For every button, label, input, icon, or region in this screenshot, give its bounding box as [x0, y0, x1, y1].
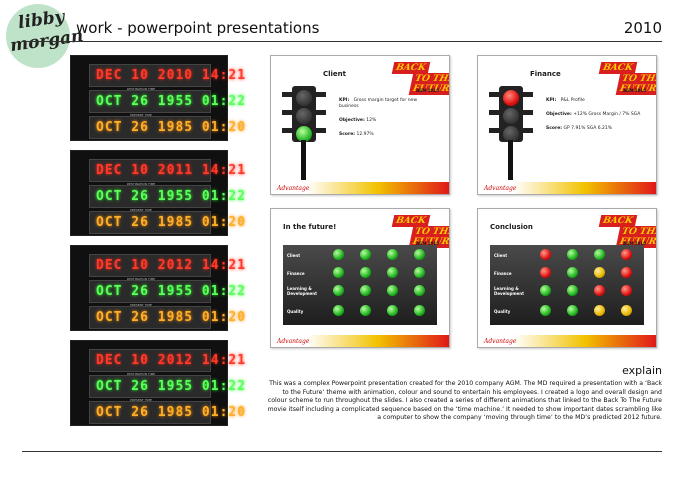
clock-panel-3: DEC 10 2012 14:21 DESTINATION TIME OCT 2… — [70, 245, 245, 331]
agm-label: AGM 2010 — [416, 88, 439, 93]
status-dot — [594, 267, 605, 278]
brand-logo: libby morgan — [6, 4, 85, 68]
advantage-logo: Advantage — [484, 185, 517, 192]
slide-client: Client BACK TO THE FUTURE AGM 2010 KPI: … — [270, 55, 450, 195]
objective-line: Objective: +12% Gross Margin / 7% SGA — [546, 112, 641, 117]
traffic-light-icon — [281, 82, 327, 182]
clock-panel-1: DEC 10 2010 14:21 DESTINATION TIME OCT 2… — [70, 55, 245, 141]
page-year: 2010 — [623, 19, 662, 37]
slide-title: Finance — [530, 70, 561, 78]
bottom-divider — [22, 451, 662, 452]
status-dot — [387, 267, 398, 278]
top-divider — [22, 41, 662, 42]
clock-row-departed: OCT 26 1985 01:20 — [89, 116, 245, 139]
status-dot — [387, 285, 398, 296]
advantage-logo: Advantage — [484, 338, 517, 345]
status-dot — [414, 285, 425, 296]
slide-finance: Finance BACK TO THE FUTURE AGM 2010 KPI:… — [477, 55, 657, 195]
explain-body: This was a complex Powerpoint presentati… — [267, 380, 662, 422]
row-label: Quality — [287, 309, 304, 314]
slide-title: Conclusion — [490, 223, 533, 231]
agm-label: AGM 2010 — [623, 241, 646, 246]
row-label: Learning & Development — [494, 286, 524, 296]
bttf-logo: BACK TO THE FUTURE — [391, 62, 449, 95]
clock-row-present: OCT 26 1955 01:22 — [89, 375, 245, 398]
footer-bar — [271, 335, 449, 347]
bttf-logo: BACK TO THE FUTURE — [391, 215, 449, 248]
footer-bar — [271, 182, 449, 194]
status-dot — [414, 249, 425, 260]
slide-conclusion: Conclusion BACK TO THE FUTURE AGM 2010 C… — [477, 208, 657, 348]
clock-row-destination: DEC 10 2012 14:21 — [89, 254, 245, 277]
slide-title: In the future! — [283, 223, 337, 231]
status-dot — [621, 305, 632, 316]
status-dot — [540, 249, 551, 260]
footer-bar — [478, 182, 656, 194]
status-dot — [333, 249, 344, 260]
row-label: Finance — [494, 271, 512, 276]
objective-line: Objective: 12% — [339, 118, 377, 123]
status-dot — [567, 249, 578, 260]
clock-panel-4: DEC 10 2012 14:21 DESTINATION TIME OCT 2… — [70, 340, 245, 426]
explain-heading: explain — [622, 364, 662, 377]
clock-row-departed: OCT 26 1985 01:20 — [89, 306, 245, 329]
agm-label: AGM 2010 — [623, 88, 646, 93]
clock-row-present: OCT 26 1955 01:22 — [89, 90, 245, 113]
kpi-line: KPI: P&L Profile — [546, 98, 585, 103]
clock-row-destination: DEC 10 2011 14:21 — [89, 159, 245, 182]
row-label: Quality — [494, 309, 511, 314]
status-dot — [333, 305, 344, 316]
status-dot — [387, 249, 398, 260]
row-label: Client — [287, 253, 301, 258]
clock-row-destination: DEC 10 2010 14:21 — [89, 64, 245, 87]
status-dot — [594, 285, 605, 296]
status-dot — [333, 285, 344, 296]
status-dot — [360, 305, 371, 316]
kpi-line: KPI: Gross margin target for new busines… — [339, 98, 418, 109]
status-dot — [540, 267, 551, 278]
status-dot — [540, 305, 551, 316]
clock-row-present: OCT 26 1955 01:22 — [89, 280, 245, 303]
bttf-logo: BACK TO THE FUTURE — [598, 215, 656, 248]
status-dot — [567, 267, 578, 278]
row-label: Client — [494, 253, 508, 258]
page-title: work - powerpoint presentations — [76, 19, 320, 37]
row-label: Learning & Development — [287, 286, 317, 296]
bttf-logo: BACK TO THE FUTURE — [598, 62, 656, 95]
status-dot — [567, 305, 578, 316]
status-dot — [621, 285, 632, 296]
agm-label: AGM 2010 — [416, 241, 439, 246]
status-dot — [414, 305, 425, 316]
status-dot — [594, 249, 605, 260]
status-dot — [360, 267, 371, 278]
slide-in-the-future: In the future! BACK TO THE FUTURE AGM 20… — [270, 208, 450, 348]
clock-panel-2: DEC 10 2011 14:21 DESTINATION TIME OCT 2… — [70, 150, 245, 236]
score-line: Score: GP 7.91% SGA 6.21% — [546, 126, 613, 131]
status-dot — [360, 285, 371, 296]
advantage-logo: Advantage — [277, 338, 310, 345]
row-label: Finance — [287, 271, 305, 276]
status-dot — [621, 267, 632, 278]
advantage-logo: Advantage — [277, 185, 310, 192]
traffic-light-icon — [488, 82, 534, 182]
slide-title: Client — [323, 70, 347, 78]
status-board: Client Finance Learning & Development Qu… — [283, 245, 437, 325]
status-dot — [621, 249, 632, 260]
footer-bar — [478, 335, 656, 347]
status-dot — [387, 305, 398, 316]
status-dot — [414, 267, 425, 278]
status-dot — [594, 305, 605, 316]
score-line: Score: 12.97% — [339, 132, 374, 137]
status-dot — [360, 249, 371, 260]
status-dot — [567, 285, 578, 296]
status-dot — [540, 285, 551, 296]
clock-row-present: OCT 26 1955 01:22 — [89, 185, 245, 208]
clock-row-departed: OCT 26 1985 01:20 — [89, 211, 245, 234]
status-board: Client Finance Learning & Development Qu… — [490, 245, 644, 325]
clock-row-departed: OCT 26 1985 01:20 — [89, 401, 245, 424]
status-dot — [333, 267, 344, 278]
clock-row-destination: DEC 10 2012 14:21 — [89, 349, 245, 372]
